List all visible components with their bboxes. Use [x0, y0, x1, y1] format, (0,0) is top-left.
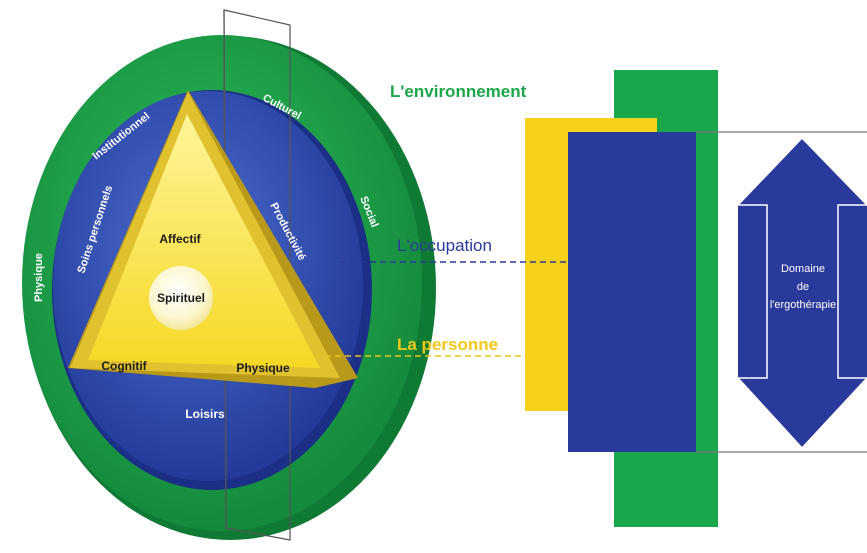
domain-line-1: Domaine [781, 263, 825, 275]
label-cognitif: Cognitif [101, 359, 147, 373]
occupation-label: L'occupation [397, 236, 492, 255]
domain-line-2: de [797, 281, 809, 293]
label-spirituel: Spirituel [157, 291, 205, 305]
label-affectif: Affectif [159, 232, 201, 246]
occupation-bar [568, 132, 696, 452]
label-loisirs: Loisirs [185, 407, 225, 421]
person-label: La personne [397, 335, 498, 354]
label-physique-person: Physique [236, 361, 290, 375]
domain-line-3: l'ergothérapie [770, 299, 836, 311]
spiritual-core [149, 266, 213, 330]
person-triangle [88, 114, 320, 368]
label-physique-env: Physique [33, 253, 45, 302]
domain-arrow-outline [736, 136, 867, 450]
environment-label: L'environnement [390, 82, 527, 101]
